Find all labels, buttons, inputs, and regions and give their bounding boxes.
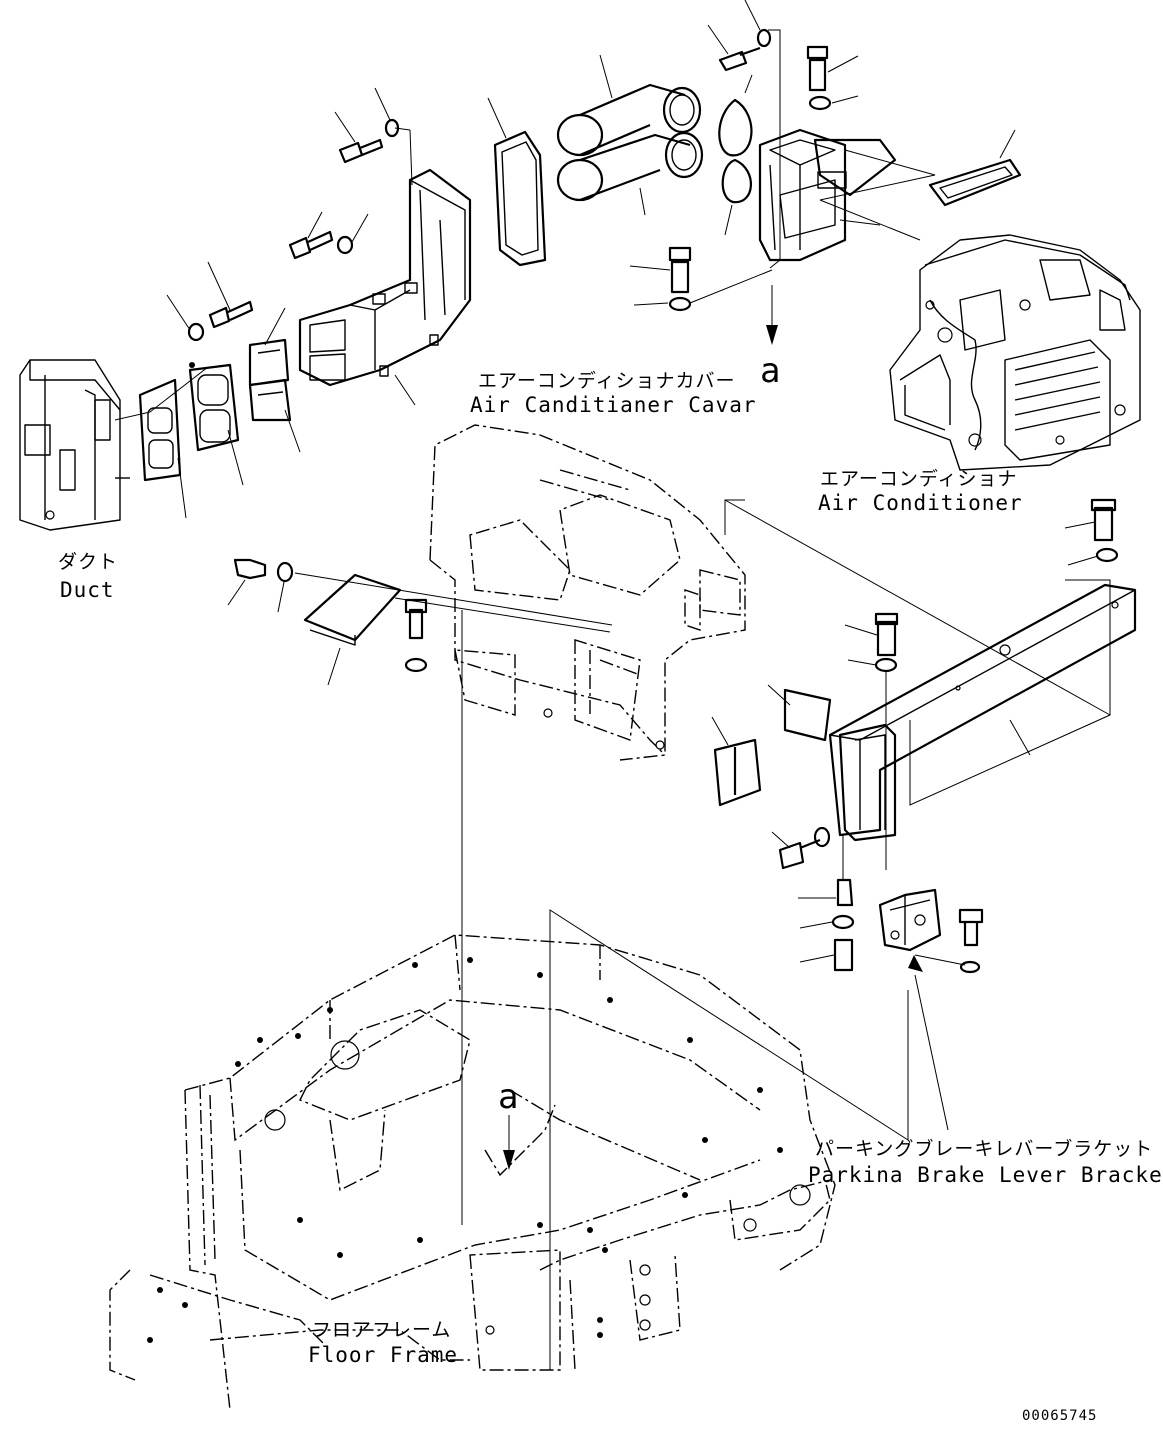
floor-frame: [109, 934, 836, 1411]
right-duct-beam: [711, 498, 1137, 972]
label-ac: エアーコンディショナ Air Conditioner: [818, 468, 1023, 515]
label-parking-brake: パーキングブレーキレバーブラケット Parkina Brake Lever Br…: [808, 1137, 1163, 1187]
label-duct-en: Duct: [60, 578, 115, 602]
label-ac-cover-jp: エアーコンディショナカバー: [478, 370, 736, 392]
label-ac-jp: エアーコンディショナ: [820, 468, 1018, 490]
small-plate: [227, 558, 613, 1225]
duct-assembly: [19, 87, 472, 531]
hose-assembly: [487, 54, 753, 267]
document-number: 00065745: [1022, 1408, 1097, 1424]
ref-marker-a-bottom: a: [498, 1077, 518, 1117]
label-ac-cover-en: Air Canditianer Cavar: [470, 393, 757, 417]
label-parking-jp: パーキングブレーキレバーブラケット: [815, 1137, 1153, 1160]
label-floor-jp: フロアフレーム: [312, 1319, 451, 1341]
label-duct-jp: ダクト: [58, 551, 118, 573]
label-duct: ダクト Duct: [58, 551, 118, 602]
ref-marker-a-bottom-group: a: [498, 1077, 518, 1170]
parking-brake-bracket: [549, 888, 984, 1370]
label-ac-cover: エアーコンディショナカバー Air Canditianer Cavar: [470, 370, 757, 417]
box-duct: [629, 0, 1016, 345]
ref-marker-a-top: a: [760, 351, 780, 391]
label-floor-en: Floor Frame: [308, 1343, 458, 1367]
air-conditioner-unit: [889, 158, 1141, 471]
label-parking-en: Parkina Brake Lever Bracket: [808, 1163, 1163, 1187]
air-conditioner-cover: [429, 424, 746, 761]
label-floor-frame: フロアフレーム Floor Frame: [308, 1319, 458, 1367]
label-ac-en: Air Conditioner: [818, 491, 1023, 515]
